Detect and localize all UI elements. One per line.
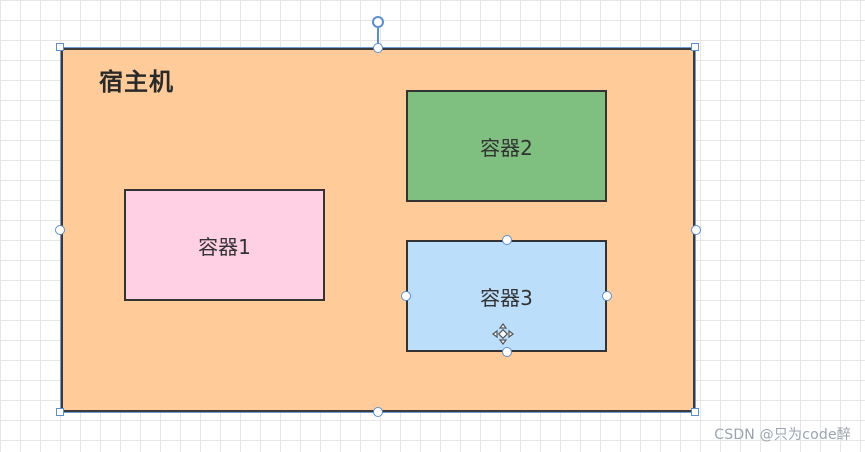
connection-point-top[interactable] — [502, 235, 512, 245]
rotate-handle-icon[interactable] — [372, 16, 384, 28]
connection-point-right[interactable] — [602, 291, 612, 301]
rotate-handle-stem — [377, 28, 379, 45]
container-1-label: 容器1 — [198, 234, 251, 259]
resize-handle-bottom[interactable] — [373, 407, 383, 417]
move-icon[interactable] — [492, 323, 514, 345]
connection-point-left[interactable] — [401, 291, 411, 301]
resize-handle-top-left[interactable] — [56, 43, 64, 51]
resize-handle-top[interactable] — [373, 43, 383, 53]
connection-point-bottom[interactable] — [502, 347, 512, 357]
resize-handle-bottom-right[interactable] — [691, 408, 699, 416]
resize-handle-bottom-left[interactable] — [56, 408, 64, 416]
host-machine-title: 宿主机 — [99, 68, 174, 96]
container-3-label: 容器3 — [480, 285, 533, 310]
resize-handle-right[interactable] — [691, 225, 701, 235]
container-2-label: 容器2 — [480, 135, 533, 160]
watermark-text: CSDN @只为code醉 — [714, 427, 851, 443]
container-2-shape[interactable]: 容器2 — [406, 90, 607, 202]
resize-handle-left[interactable] — [55, 225, 65, 235]
resize-handle-top-right[interactable] — [691, 43, 699, 51]
container-1-shape[interactable]: 容器1 — [124, 189, 325, 301]
